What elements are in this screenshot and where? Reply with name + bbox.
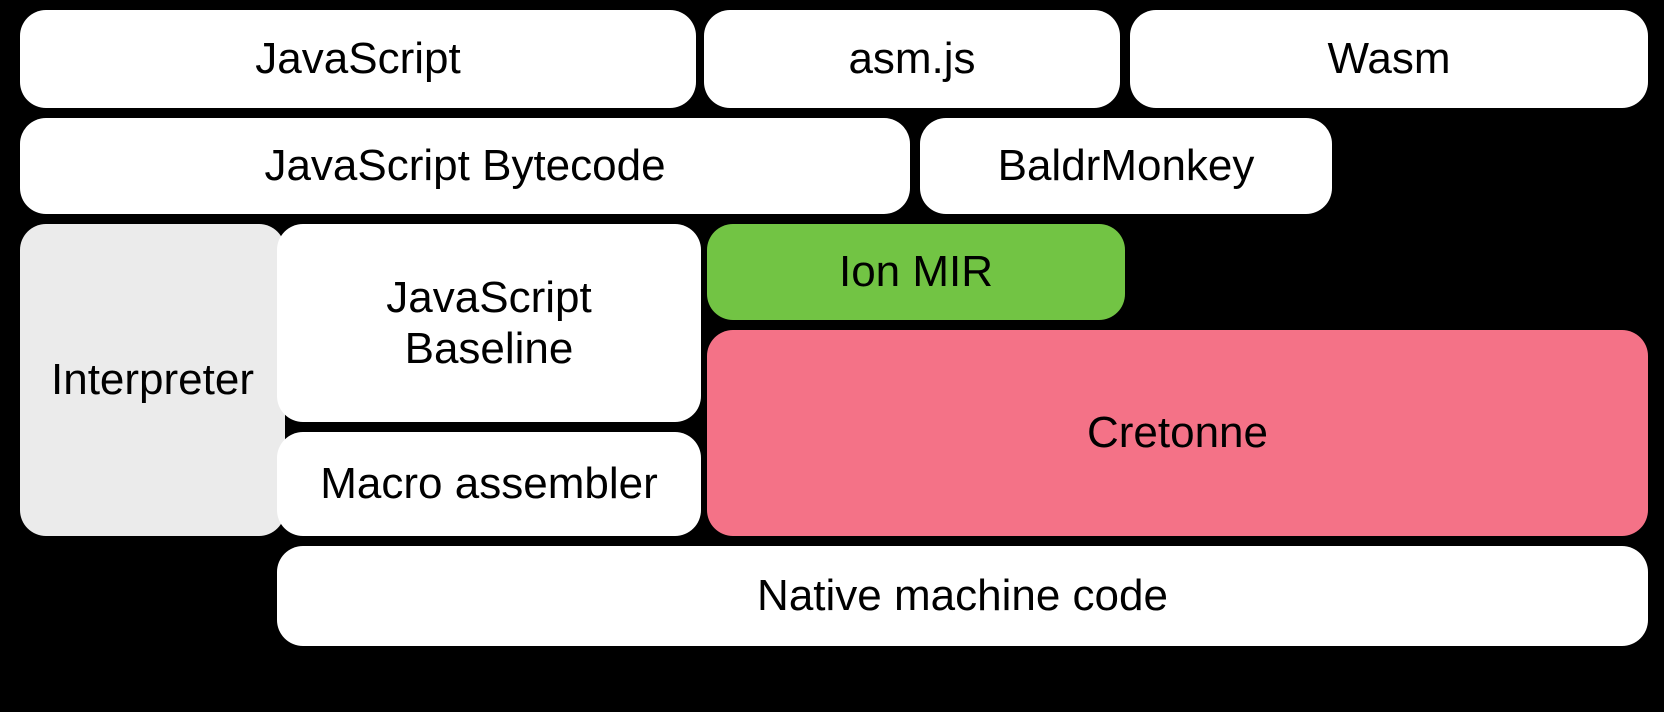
box-javascript-bytecode: JavaScript Bytecode bbox=[20, 118, 910, 214]
box-cretonne: Cretonne bbox=[707, 330, 1648, 536]
box-javascript: JavaScript bbox=[20, 10, 696, 108]
box-baldrmonkey: BaldrMonkey bbox=[920, 118, 1332, 214]
box-interpreter: Interpreter bbox=[20, 224, 285, 536]
box-wasm: Wasm bbox=[1130, 10, 1648, 108]
box-macro-assembler: Macro assembler bbox=[277, 432, 701, 536]
box-asm-js: asm.js bbox=[704, 10, 1120, 108]
box-native-machine-code: Native machine code bbox=[277, 546, 1648, 646]
box-javascript-baseline: JavaScript Baseline bbox=[277, 224, 701, 422]
box-ion-mir: Ion MIR bbox=[707, 224, 1125, 320]
